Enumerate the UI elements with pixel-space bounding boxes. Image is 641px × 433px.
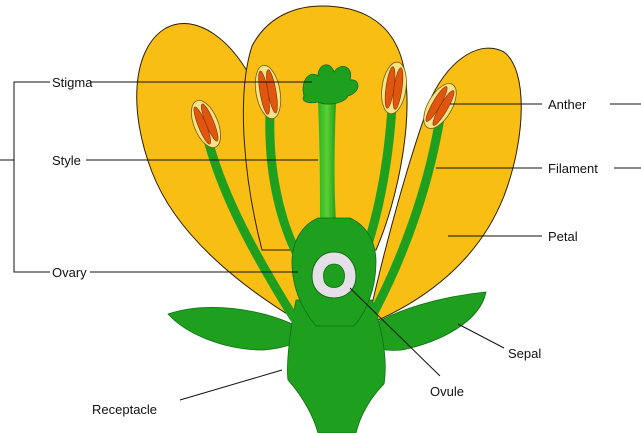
label-ovule: Ovule <box>430 384 464 399</box>
sepal-line <box>458 324 504 348</box>
label-petal: Petal <box>548 229 578 244</box>
label-stigma: Stigma <box>52 75 93 90</box>
label-anther: Anther <box>548 97 587 112</box>
receptacle-line <box>180 370 282 400</box>
label-ovary: Ovary <box>52 265 87 280</box>
style <box>318 102 336 222</box>
ovule <box>323 264 344 288</box>
sepal-left <box>168 307 306 350</box>
label-style: Style <box>52 153 81 168</box>
label-sepal: Sepal <box>508 346 541 361</box>
left-bracket <box>14 82 50 272</box>
label-filament: Filament <box>548 161 598 176</box>
label-receptacle: Receptacle <box>92 402 157 417</box>
